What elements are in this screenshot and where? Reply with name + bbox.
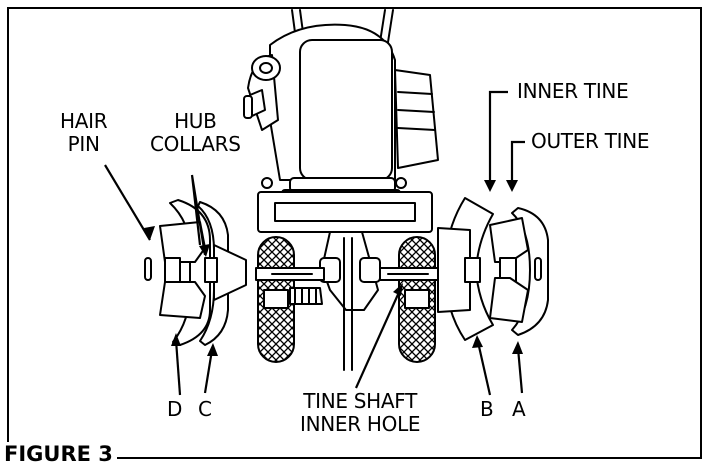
- label-hair-pin: HAIR PIN: [60, 109, 108, 156]
- label-d: D: [167, 397, 183, 421]
- label-hub-collars: HUB COLLARS: [150, 110, 241, 156]
- engine: [243, 23, 439, 181]
- tine-b: [437, 197, 494, 341]
- hair-pin-left: [144, 257, 152, 281]
- label-outer-tine: OUTER TINE: [531, 129, 650, 153]
- label-inner-tine: INNER TINE: [517, 79, 629, 103]
- tine-d: [159, 199, 211, 346]
- tine-shaft: [255, 267, 443, 305]
- figure-title: FIGURE 3: [4, 442, 117, 466]
- label-tine-shaft: TINE SHAFT INNER HOLE: [300, 389, 421, 436]
- tine-c: [197, 201, 247, 346]
- engine-base: [257, 177, 433, 233]
- label-hair-pin-line-1: HAIR: [60, 109, 108, 133]
- label-hair-pin-line-2: PIN: [67, 132, 100, 156]
- transmission: [319, 231, 381, 371]
- label-tine-shaft-line-2: INNER HOLE: [300, 412, 421, 436]
- label-b: B: [480, 397, 494, 421]
- hair-pin-right: [534, 257, 542, 281]
- label-tine-shaft-line-1: TINE SHAFT: [303, 389, 418, 413]
- left-wheel: [257, 236, 295, 363]
- label-hub-collars-line-1: HUB: [174, 109, 217, 133]
- leader-lines: [104, 90, 525, 396]
- label-c: C: [198, 397, 212, 421]
- label-a: A: [512, 397, 526, 421]
- arrow-heads: [144, 180, 523, 356]
- label-hub-collars-line-2: COLLARS: [150, 132, 241, 156]
- tine-a: [489, 207, 549, 336]
- right-wheel: [398, 236, 436, 363]
